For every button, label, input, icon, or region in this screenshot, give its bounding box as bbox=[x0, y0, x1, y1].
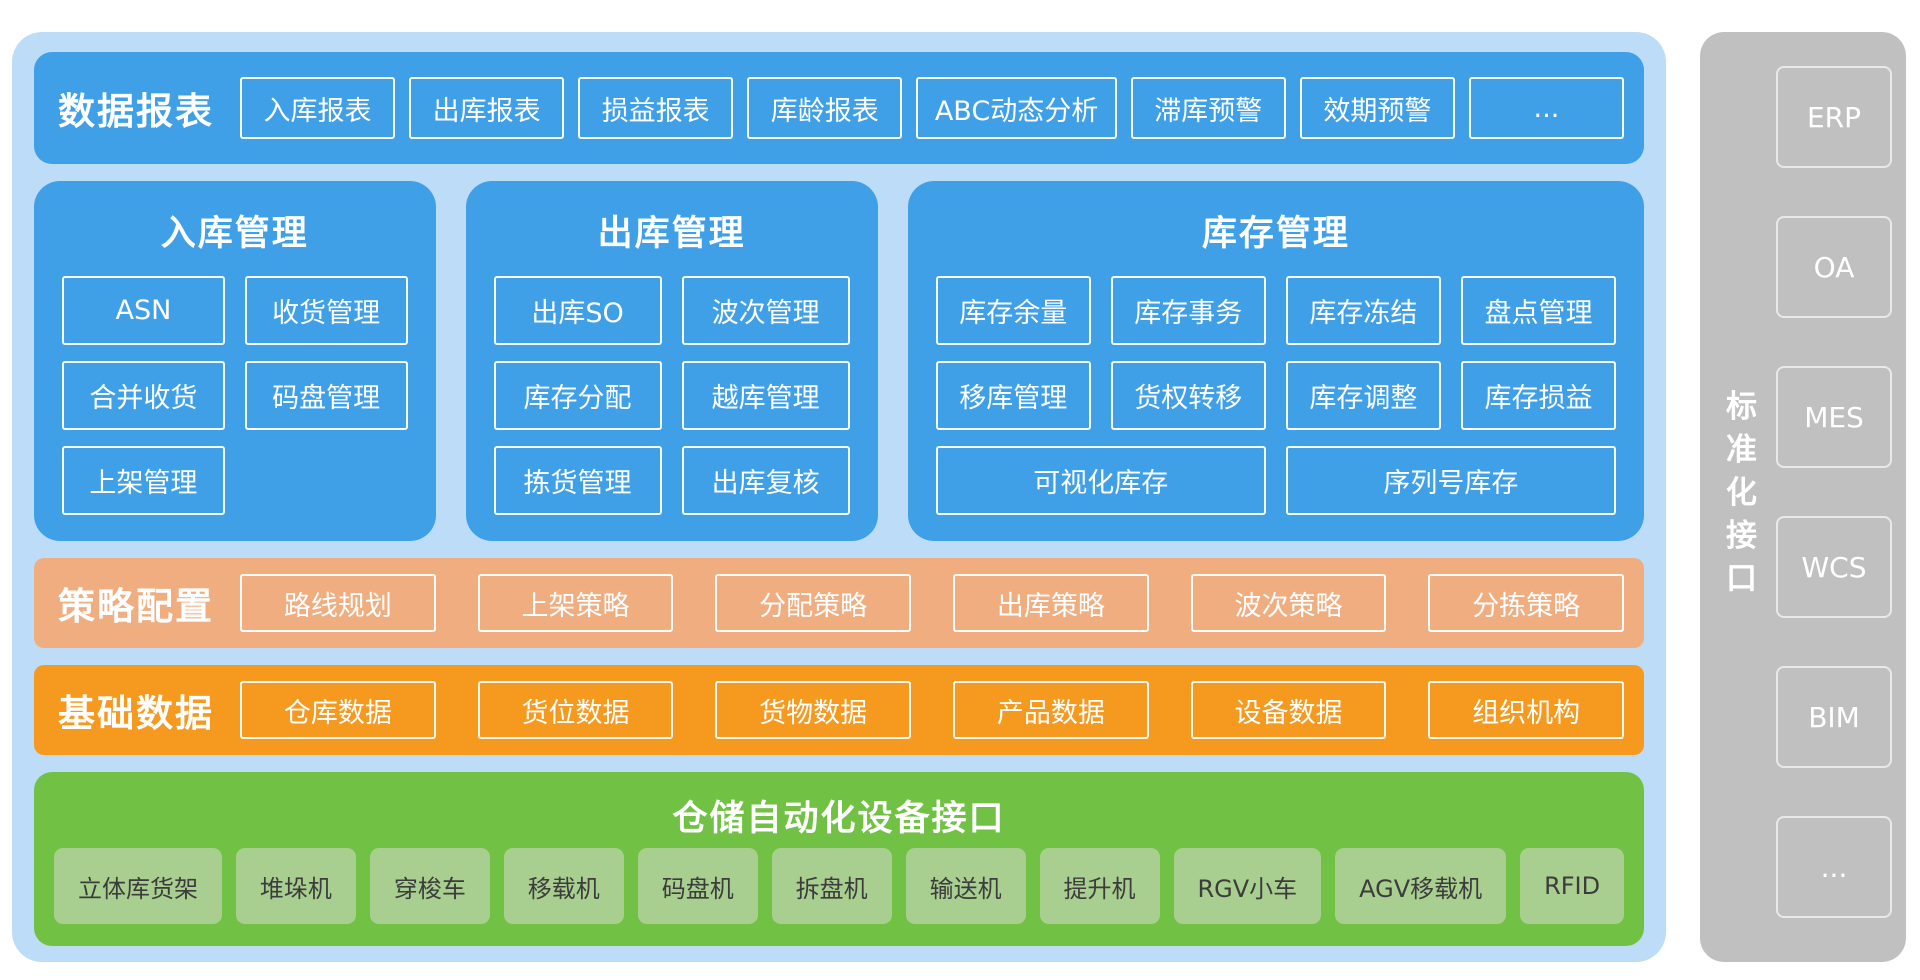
inventory-chip: 库存损益 bbox=[1460, 361, 1616, 430]
inventory-panel-items: 库存余量库存事务库存冻结盘点管理移库管理货权转移库存调整库存损益可视化库存序列号… bbox=[935, 276, 1616, 515]
inventory-chip: 移库管理 bbox=[935, 361, 1091, 430]
outbound-management-panel: 出库管理 出库SO 波次管理库存分配越库管理拣货管理出库复核 bbox=[465, 181, 878, 541]
base-data-chip: 组织机构 bbox=[1428, 681, 1625, 739]
inbound-chip: 上架管理 bbox=[62, 446, 225, 515]
device-chip: 移载机 bbox=[503, 848, 624, 925]
outbound-chip: 拣货管理 bbox=[493, 446, 662, 515]
strategy-chip: 路线规划 bbox=[240, 574, 436, 632]
base-data-items: 仓库数据货位数据货物数据产品数据设备数据组织机构 bbox=[240, 681, 1625, 739]
strategy-config-title: 策略配置 bbox=[58, 585, 214, 628]
device-chip: 立体库货架 bbox=[54, 848, 222, 925]
base-data-chip: 货物数据 bbox=[715, 681, 912, 739]
standard-interface-title: 标准化接口 bbox=[1720, 389, 1756, 605]
interface-system-chip: OA bbox=[1776, 216, 1892, 318]
outbound-chip: 库存分配 bbox=[493, 361, 662, 430]
report-chip: ... bbox=[1468, 77, 1624, 139]
inbound-management-panel: 入库管理 ASN 收货管理合并收货码盘管理上架管理 bbox=[34, 181, 436, 541]
device-chip: RFID bbox=[1520, 848, 1625, 925]
base-data-chip: 货位数据 bbox=[477, 681, 674, 739]
inventory-management-panel: 库存管理 库存余量库存事务库存冻结盘点管理移库管理货权转移库存调整库存损益可视化… bbox=[907, 181, 1644, 541]
device-chip: 提升机 bbox=[1039, 848, 1160, 925]
device-chip: AGV移载机 bbox=[1335, 848, 1507, 925]
base-data-chip: 仓库数据 bbox=[240, 681, 436, 739]
report-chip: 库龄报表 bbox=[747, 77, 903, 139]
strategy-chip: 分拣策略 bbox=[1428, 574, 1625, 632]
interface-system-chip: BIM bbox=[1776, 666, 1892, 768]
report-chip: 出库报表 bbox=[409, 77, 565, 139]
inbound-panel-title: 入库管理 bbox=[160, 214, 309, 254]
report-chip: 入库报表 bbox=[240, 77, 396, 139]
device-chip: 拆盘机 bbox=[771, 848, 892, 925]
inventory-chip: 库存冻结 bbox=[1285, 276, 1441, 345]
interface-system-chip: ... bbox=[1776, 816, 1892, 918]
data-report-title: 数据报表 bbox=[58, 90, 214, 133]
inbound-panel-items: ASN 收货管理合并收货码盘管理上架管理 bbox=[62, 276, 408, 515]
outbound-panel-title: 出库管理 bbox=[597, 214, 746, 254]
outbound-panel-items: 出库SO 波次管理库存分配越库管理拣货管理出库复核 bbox=[493, 276, 850, 515]
strategy-chip: 分配策略 bbox=[715, 574, 912, 632]
base-data-chip: 产品数据 bbox=[953, 681, 1149, 739]
inventory-chip: 可视化库存 bbox=[935, 446, 1266, 515]
inventory-chip: 库存事务 bbox=[1110, 276, 1266, 345]
device-chip: 码盘机 bbox=[637, 848, 758, 925]
standard-interface-items: ERP OA MES WCS BIM... bbox=[1776, 66, 1892, 918]
report-chip: 损益报表 bbox=[578, 77, 734, 139]
report-chip: ABC动态分析 bbox=[916, 77, 1117, 139]
inbound-chip: ASN bbox=[62, 276, 225, 345]
inbound-chip: 合并收货 bbox=[62, 361, 225, 430]
inbound-chip: 码盘管理 bbox=[244, 361, 408, 430]
base-data-title: 基础数据 bbox=[58, 692, 214, 735]
inbound-chip: 收货管理 bbox=[244, 276, 408, 345]
inventory-chip: 货权转移 bbox=[1110, 361, 1266, 430]
standard-interface-sidebar: 标准化接口 ERP OA MES WCS BIM... bbox=[1700, 32, 1906, 962]
device-chip: RGV小车 bbox=[1173, 848, 1322, 925]
base-data-bar: 基础数据 仓库数据货位数据货物数据产品数据设备数据组织机构 bbox=[34, 665, 1644, 755]
outbound-chip: 越库管理 bbox=[681, 361, 850, 430]
report-chip: 滞库预警 bbox=[1130, 77, 1286, 139]
outbound-chip: 出库复核 bbox=[681, 446, 850, 515]
strategy-chip: 上架策略 bbox=[477, 574, 674, 632]
inventory-chip: 盘点管理 bbox=[1460, 276, 1616, 345]
strategy-chip: 出库策略 bbox=[953, 574, 1149, 632]
inventory-chip: 库存余量 bbox=[935, 276, 1091, 345]
report-chip: 效期预警 bbox=[1299, 77, 1455, 139]
interface-system-chip: ERP bbox=[1776, 66, 1892, 168]
interface-system-chip: MES bbox=[1776, 366, 1892, 468]
inventory-chip: 库存调整 bbox=[1285, 361, 1441, 430]
outbound-chip: 出库SO bbox=[493, 276, 662, 345]
inventory-chip: 序列号库存 bbox=[1285, 446, 1616, 515]
device-chip: 堆垛机 bbox=[235, 848, 356, 925]
outbound-chip: 波次管理 bbox=[681, 276, 850, 345]
device-chip: 输送机 bbox=[905, 848, 1026, 925]
interface-system-chip: WCS bbox=[1776, 516, 1892, 618]
strategy-chip: 波次策略 bbox=[1190, 574, 1387, 632]
strategy-config-bar: 策略配置 路线规划上架策略分配策略出库策略波次策略分拣策略 bbox=[34, 558, 1644, 648]
automation-device-title: 仓储自动化设备接口 bbox=[672, 798, 1006, 839]
base-data-chip: 设备数据 bbox=[1190, 681, 1387, 739]
strategy-config-items: 路线规划上架策略分配策略出库策略波次策略分拣策略 bbox=[240, 574, 1625, 632]
device-chip: 穿梭车 bbox=[369, 848, 490, 925]
inventory-panel-title: 库存管理 bbox=[1201, 214, 1350, 254]
